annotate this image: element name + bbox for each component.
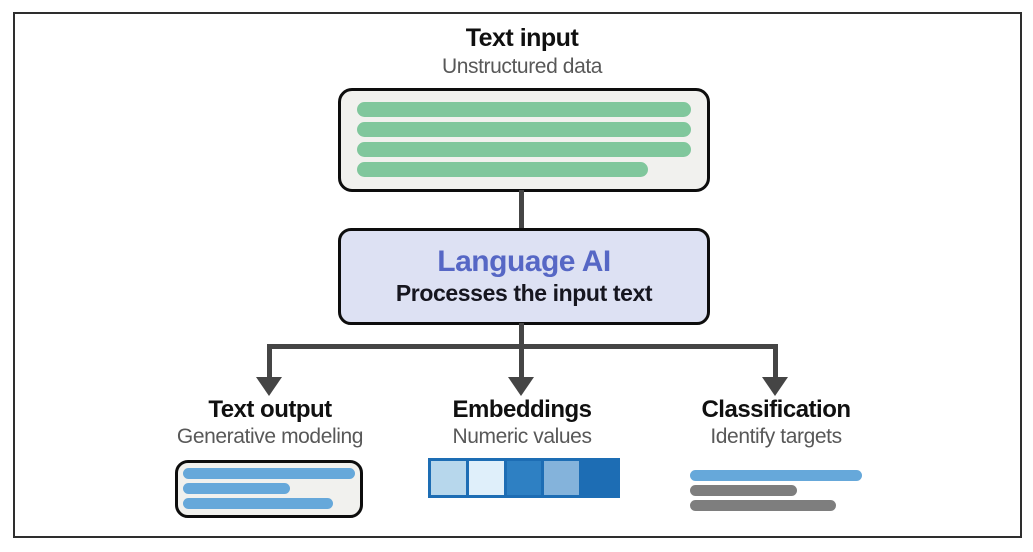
classification-title: Classification bbox=[701, 396, 851, 423]
text-line-bar bbox=[183, 483, 290, 494]
connector-ai-to-branches bbox=[519, 323, 524, 349]
classification-subtitle: Identify targets bbox=[710, 425, 842, 448]
text-output-title: Text output bbox=[208, 396, 332, 423]
text-line-bar bbox=[183, 468, 355, 479]
classified-bar bbox=[690, 485, 797, 496]
text-input-subtitle: Unstructured data bbox=[441, 55, 603, 78]
embedding-cell bbox=[503, 461, 542, 495]
arrow-stem-text-output bbox=[267, 344, 272, 380]
text-input-title: Text input bbox=[465, 24, 579, 52]
embeddings-strip bbox=[428, 458, 620, 498]
language-ai-title: Language AI bbox=[437, 245, 611, 279]
language-ai-box: Language AI Processes the input text bbox=[338, 228, 710, 325]
arrow-down-icon bbox=[762, 377, 788, 396]
arrow-down-icon bbox=[256, 377, 282, 396]
arrow-stem-embeddings bbox=[519, 344, 524, 380]
text-output-document bbox=[175, 460, 363, 518]
embedding-cell bbox=[541, 461, 580, 495]
text-line-bar bbox=[357, 122, 691, 137]
text-line-bar bbox=[183, 498, 333, 509]
arrow-stem-classification bbox=[773, 344, 778, 380]
text-line-bar bbox=[357, 142, 691, 157]
embedding-cell bbox=[431, 461, 466, 495]
embedding-cell bbox=[465, 461, 504, 495]
text-line-bar bbox=[357, 162, 648, 177]
language-ai-subtitle: Processes the input text bbox=[395, 279, 653, 306]
classification-bars bbox=[690, 470, 862, 511]
arrow-down-icon bbox=[508, 377, 534, 396]
embeddings-title: Embeddings bbox=[452, 396, 592, 423]
text-output-subtitle: Generative modeling bbox=[176, 425, 364, 448]
text-line-bar bbox=[357, 102, 691, 117]
text-input-document bbox=[338, 88, 710, 192]
connector-input-to-ai bbox=[519, 190, 524, 230]
embedding-cell bbox=[579, 461, 617, 495]
classified-bar bbox=[690, 500, 837, 511]
embeddings-subtitle: Numeric values bbox=[452, 425, 592, 448]
classified-bar bbox=[690, 470, 862, 481]
